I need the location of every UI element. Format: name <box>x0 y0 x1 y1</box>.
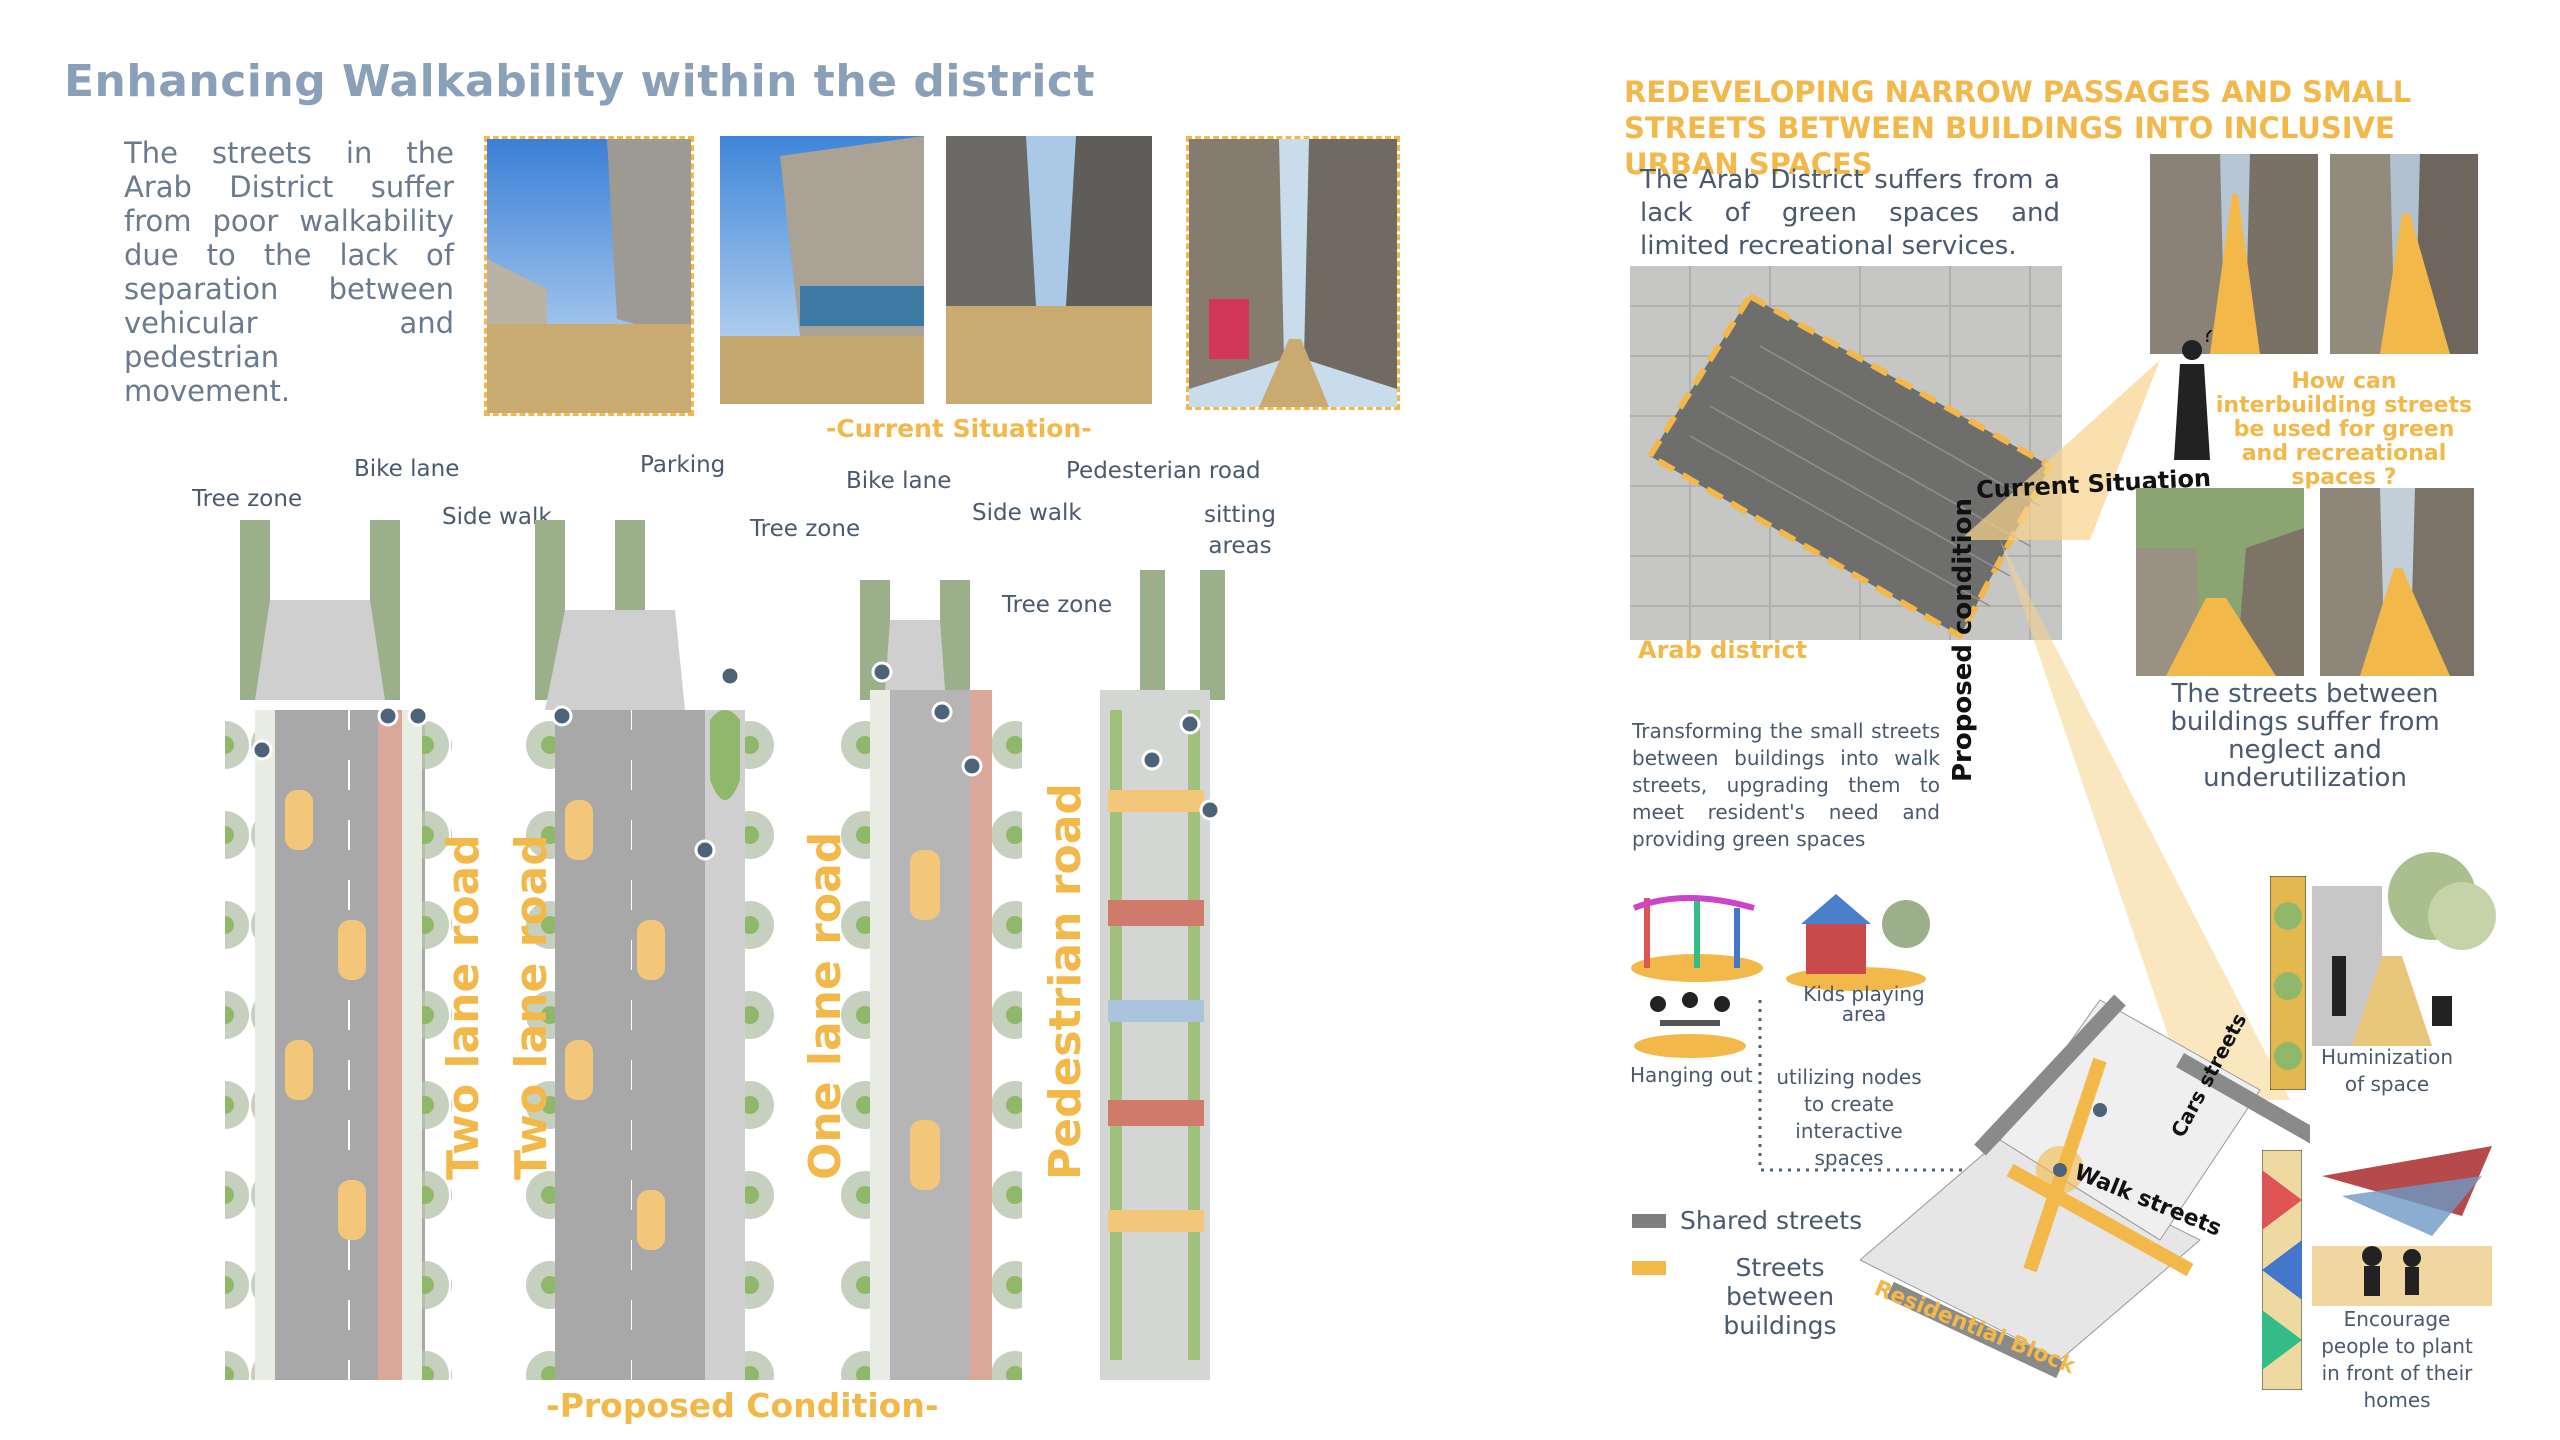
page-title: Enhancing Walkability within the distric… <box>64 56 1096 107</box>
neglect-text: The streets between buildings suffer fro… <box>2170 679 2440 793</box>
section-two-lane-1 <box>225 520 452 1380</box>
right-intro: The Arab District suffers from a lack of… <box>1640 165 2060 261</box>
residential-block-axonometric <box>1860 994 2310 1379</box>
transform-text: Transforming the small streets between b… <box>1632 719 1940 851</box>
hanging-out-label: Hanging out <box>1630 1063 1753 1087</box>
legend: Shared streets Streets between buildings <box>1632 1206 1912 1340</box>
road-type-1: Two lane road <box>438 834 489 1180</box>
legend-label-shared: Shared streets <box>1680 1206 1863 1235</box>
kids-playing-label: Kids playing area <box>1803 982 1925 1026</box>
road-type-3: One lane road <box>800 831 851 1180</box>
section-pedestrian <box>1100 570 1225 1380</box>
legend-swatch-yellow <box>1632 1261 1666 1275</box>
legend-label-between: Streets between buildings <box>1723 1253 1837 1340</box>
humanization-illustration <box>2312 852 2496 1046</box>
legend-item-shared: Shared streets <box>1632 1206 1912 1235</box>
label-pedestrian-road: Pedesterian road <box>1066 458 1261 484</box>
section-two-lane-2 <box>525 520 775 1380</box>
connector-wedge <box>1960 360 2290 1100</box>
plant-label: Encourage people to plant in front of th… <box>2321 1307 2473 1412</box>
street-photo-3 <box>946 136 1152 404</box>
person-question-icon: ? <box>2174 330 2214 460</box>
right-title: REDEVELOPING NARROW PASSAGES AND SMALL S… <box>1624 75 2412 181</box>
road-type-2: Two lane road <box>506 834 557 1180</box>
proposed-condition-caption: -Proposed Condition- <box>546 1386 939 1425</box>
colorful-strip-icon <box>2262 1150 2302 1390</box>
label-side-walk-1: Side walk <box>442 504 552 530</box>
label-bike-lane-1: Bike lane <box>354 456 460 482</box>
question-text: How can interbuilding streets be used fo… <box>2215 369 2473 490</box>
label-tree-zone-1: Tree zone <box>192 486 303 512</box>
humanization-label: Huminization of space <box>2320 1045 2454 1096</box>
road-type-4: Pedestrian road <box>1040 783 1091 1180</box>
kids-playing-icon <box>1786 894 1930 991</box>
svg-text:?: ? <box>2202 330 2214 348</box>
aerial-map <box>1630 266 2062 641</box>
section-one-lane <box>840 580 1022 1380</box>
hanging-out-icon <box>1634 992 1746 1058</box>
label-tree-zone-2: Tree zone <box>750 516 861 542</box>
intro-text: The streets in the Arab District suffer … <box>124 136 454 408</box>
proposed-condition-label: Proposed condition <box>1948 497 1978 782</box>
planting-illustration <box>2312 1146 2492 1306</box>
street-photo-2 <box>720 136 924 404</box>
cross-sections <box>225 520 1225 1380</box>
label-side-walk-2: Side walk <box>972 500 1082 526</box>
legend-item-between: Streets between buildings <box>1632 1253 1912 1340</box>
alley-photo-2 <box>2330 154 2478 354</box>
green-strip-icon <box>2270 876 2306 1090</box>
alley-photo-3 <box>2136 488 2304 676</box>
label-tree-zone-3: Tree zone <box>1002 592 1113 618</box>
street-photo-4 <box>1186 136 1400 410</box>
playground-icon <box>1631 895 1763 982</box>
map-label: Arab district <box>1638 636 1808 664</box>
legend-swatch-gray <box>1632 1213 1666 1228</box>
alley-photo-1 <box>2150 154 2318 354</box>
label-bike-lane-2: Bike lane <box>846 468 952 494</box>
current-situation-caption: -Current Situation- <box>826 414 1092 443</box>
label-sitting-areas: sitting areas <box>1204 502 1276 559</box>
street-photo-1 <box>484 136 694 416</box>
alley-photo-4 <box>2320 488 2474 676</box>
nodes-label: utilizing nodes to create interactive sp… <box>1776 1065 1922 1170</box>
label-parking: Parking <box>640 452 726 478</box>
